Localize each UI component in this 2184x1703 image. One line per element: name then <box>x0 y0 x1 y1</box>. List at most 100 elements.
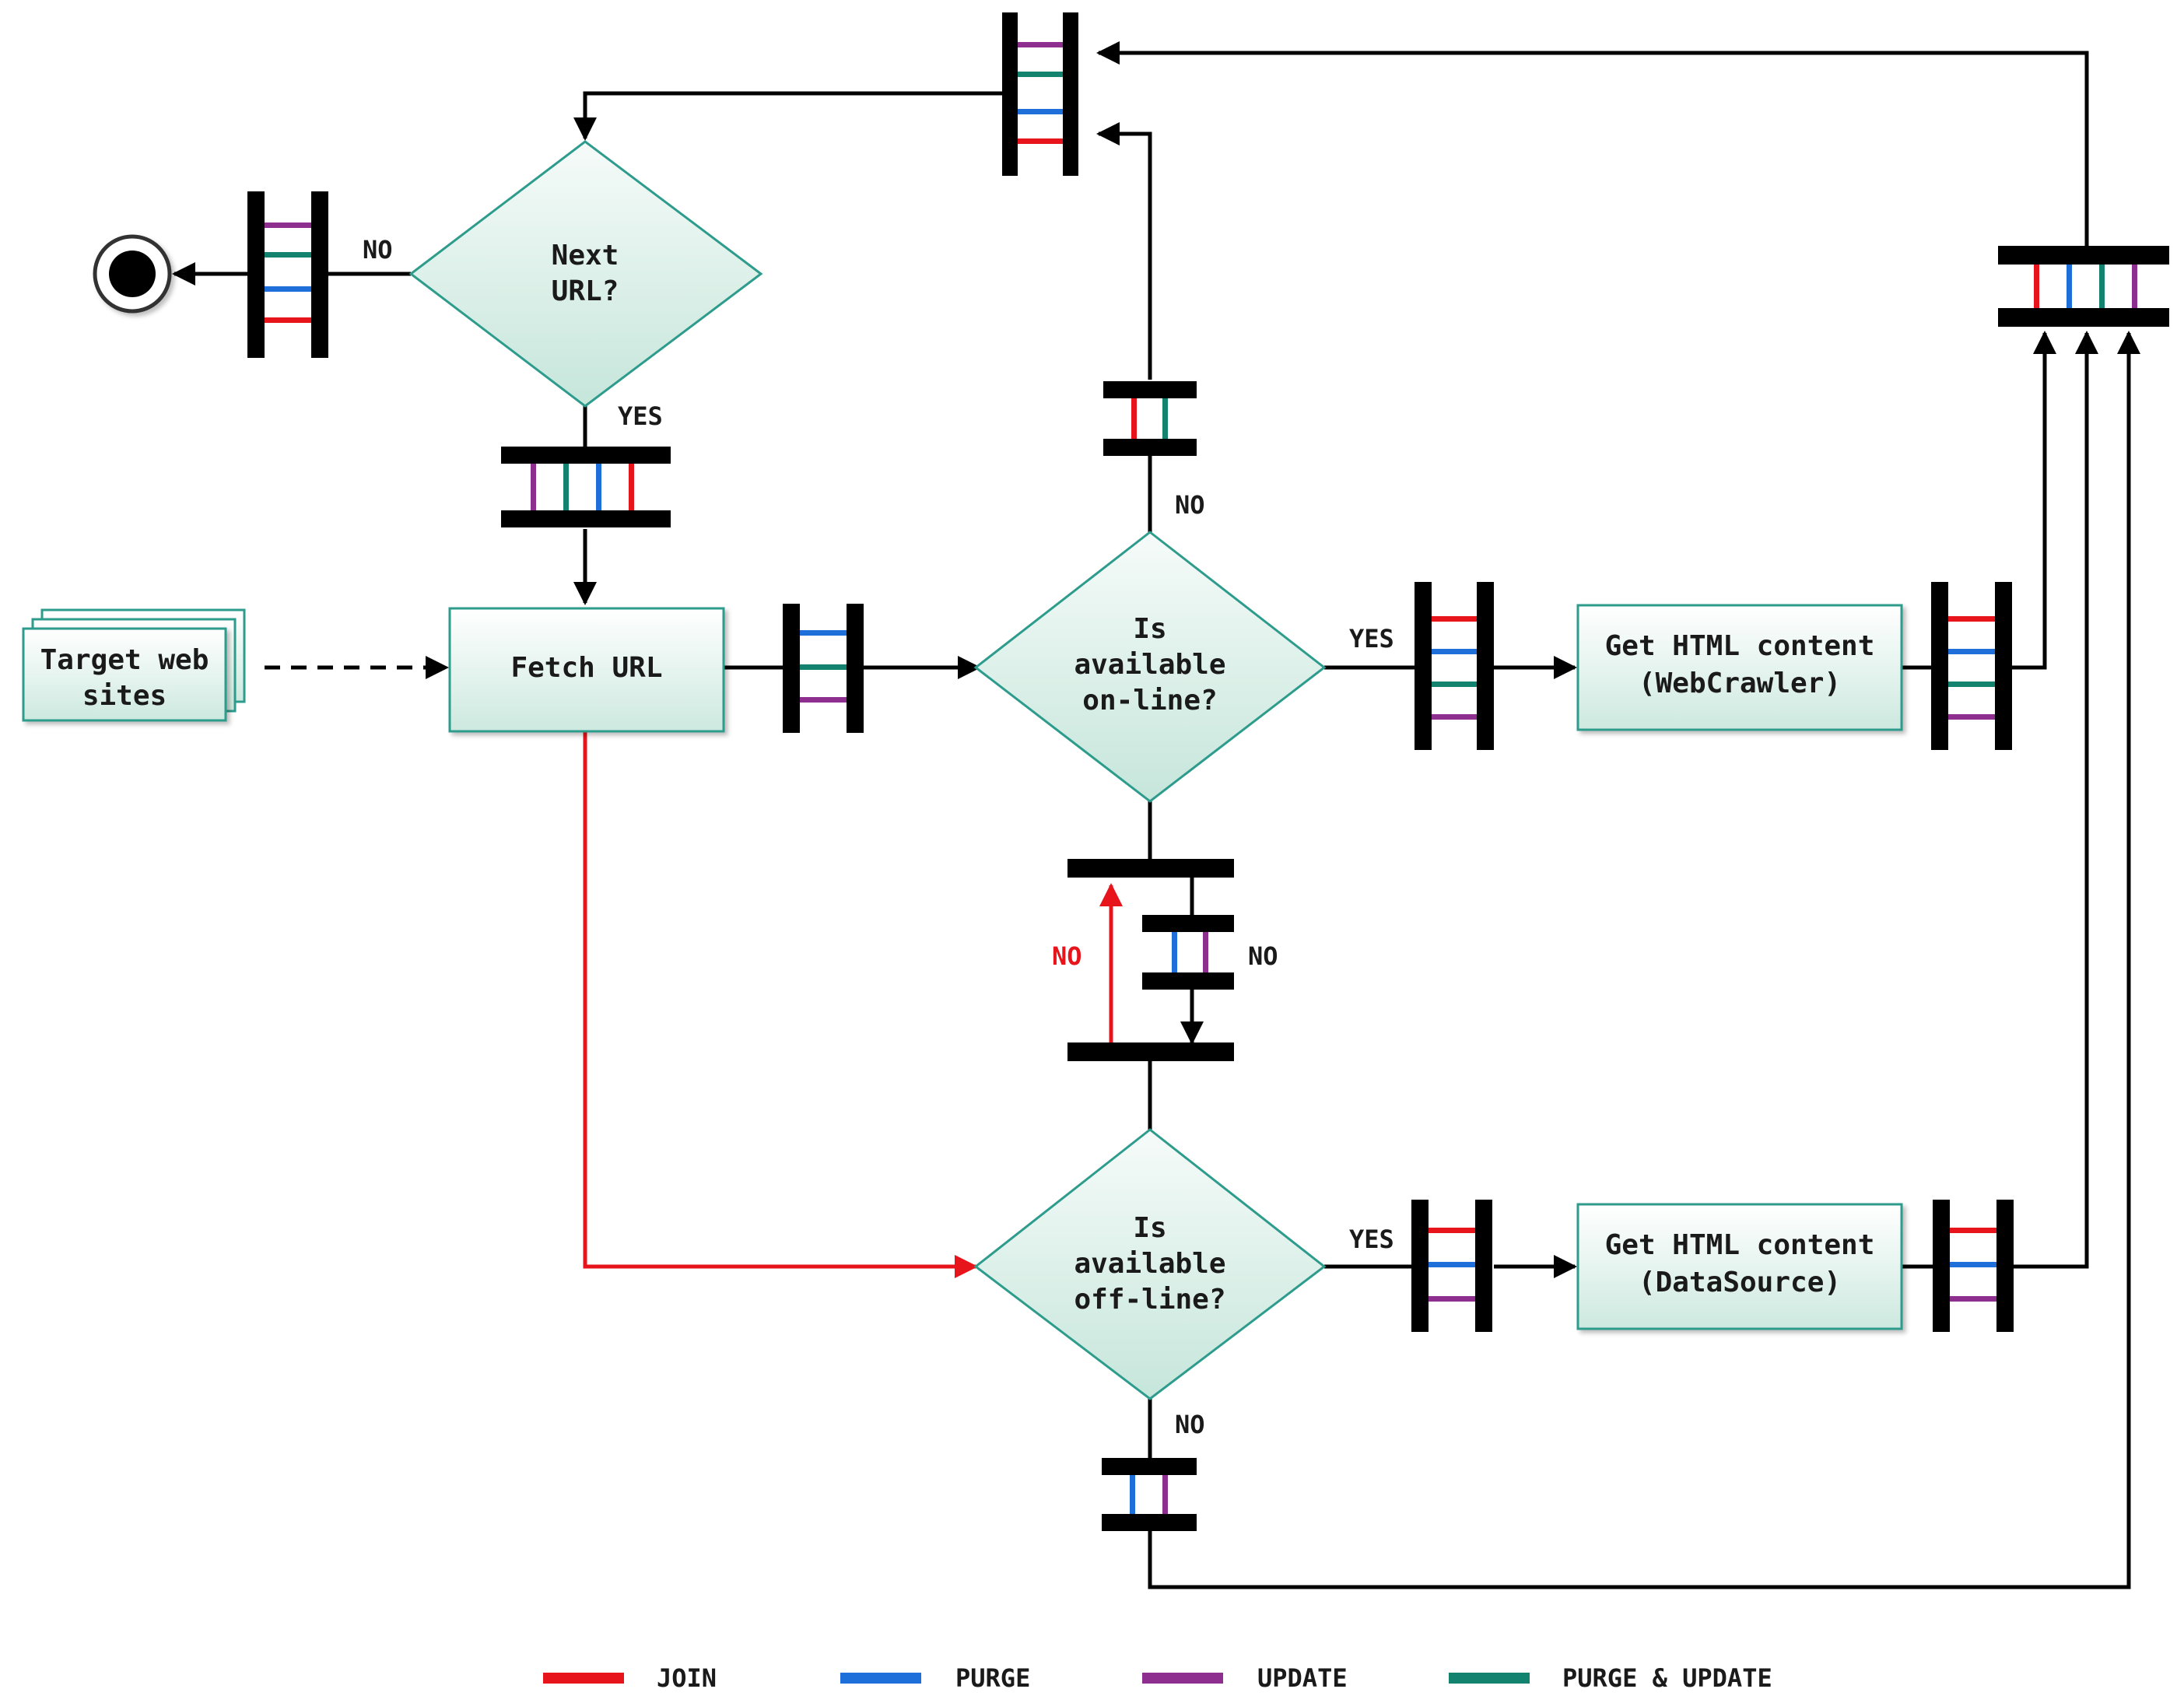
edge-fetch-to-offline <box>583 731 978 1278</box>
sync-bar-next-yes-rung-purge <box>596 464 601 510</box>
legend-swatch-update <box>1142 1673 1223 1684</box>
end-node <box>93 234 172 314</box>
online-label-1: Is <box>1133 613 1166 645</box>
sync-bar-next-no-rung-join <box>265 317 311 323</box>
sync-bar-next-no-left-rail <box>247 191 265 358</box>
sync-bar-next-yes-rung-update <box>531 464 536 510</box>
webcrawler-box <box>1576 604 1903 731</box>
sync-bar-offline-no-top-rail <box>1102 1458 1197 1475</box>
sync-bar-middle-small-bottom <box>1142 972 1234 990</box>
sync-bar-fetch-right-rail <box>847 604 864 733</box>
sync-bar-fetch <box>783 604 864 733</box>
datasource-box <box>1576 1203 1903 1330</box>
label-mid-no: NO <box>1248 941 1278 971</box>
sync-bar-datasource <box>1933 1200 2014 1332</box>
online-node: Is available on-line? <box>973 531 1327 803</box>
sync-bar-next-no-rung-purge <box>265 286 311 292</box>
sync-bar-webcrawler <box>1931 582 2012 750</box>
legend-label-update: UPDATE <box>1257 1663 1348 1693</box>
legend-label-purge: PURGE <box>955 1663 1030 1693</box>
connectors <box>172 41 2140 1589</box>
sync-bar-top-rung-purge-update <box>1018 72 1063 77</box>
legend-label-purge-update: PURGE & UPDATE <box>1562 1663 1772 1693</box>
target-sites-label-1: Target web <box>40 644 209 676</box>
offline-label-3: off-line? <box>1074 1284 1225 1316</box>
sync-bar-top-right-rail <box>1063 12 1078 176</box>
sync-bar-online-no-top-rail <box>1103 381 1197 398</box>
sync-bar-online-no-rung-purge-update <box>1162 398 1168 439</box>
datasource-label-2: (DataSource) <box>1639 1267 1841 1298</box>
sync-bar-offline-no <box>1102 1458 1197 1531</box>
sync-bar-top-left-rail <box>1002 12 1018 176</box>
sync-bar-next-no-rung-update <box>265 223 311 228</box>
legend-swatch-purge <box>840 1673 921 1684</box>
sync-bar-middle-top-rail <box>1067 859 1234 878</box>
sync-bar-collector-rung-purge <box>2067 265 2072 308</box>
target-sites-label-2: sites <box>82 680 167 712</box>
webcrawler-label-2: (WebCrawler) <box>1639 668 1841 699</box>
offline-diamond <box>973 1128 1327 1400</box>
sync-bar-offline-no-rung-purge <box>1130 1475 1135 1514</box>
sync-bar-datasource-right-rail <box>1996 1200 2014 1332</box>
sync-bar-collector-rung-join <box>2034 265 2039 308</box>
sync-bar-middle-bottom-rail <box>1067 1042 1234 1061</box>
fetch-url-label: Fetch URL <box>510 652 662 684</box>
sync-bar-middle-small-top <box>1142 915 1234 932</box>
sync-bar-fetch-rung-purge-update <box>800 664 847 670</box>
sync-bar-online-yes-rung-join <box>1432 616 1477 622</box>
edge-datasource-to-collector <box>2012 331 2098 1269</box>
edge-online-no-b <box>1096 122 1152 380</box>
sync-bar-next-no-right-rail <box>311 191 328 358</box>
legend: JOIN PURGE UPDATE PURGE & UPDATE <box>543 1663 1772 1693</box>
sync-bar-next-yes <box>501 447 671 527</box>
sync-bar-offline-yes <box>1411 1200 1492 1332</box>
sync-bar-offline-yes-right-rail <box>1475 1200 1492 1332</box>
sync-bar-datasource-left-rail <box>1933 1200 1950 1332</box>
sync-bar-middle-rung-purge <box>1172 932 1177 972</box>
legend-swatch-join <box>543 1673 624 1684</box>
sync-bar-webcrawler-rung-purge <box>1948 649 1995 654</box>
legend-swatch-purge-update <box>1449 1673 1530 1684</box>
sync-bar-webcrawler-right-rail <box>1995 582 2012 750</box>
edge-labels: NO YES NO YES NO NO YES NO <box>363 235 1394 1439</box>
sync-bar-middle-rung-update <box>1203 932 1208 972</box>
legend-label-join: JOIN <box>657 1663 717 1693</box>
sync-bar-offline-yes-rung-join <box>1429 1228 1475 1233</box>
sync-bar-online-yes-rung-purge <box>1432 649 1477 654</box>
sync-bar-datasource-rung-purge <box>1950 1262 1996 1267</box>
label-offline-no: NO <box>1175 1410 1205 1439</box>
sync-bar-offline-yes-rung-update <box>1429 1296 1475 1302</box>
label-online-no: NO <box>1175 490 1205 520</box>
sync-bar-collector-rung-update <box>2132 265 2137 308</box>
red-connectors <box>583 731 1123 1278</box>
sync-bar-collector-bottom-rail <box>1998 308 2169 327</box>
offline-label-1: Is <box>1133 1212 1166 1244</box>
label-next-yes: YES <box>618 401 663 431</box>
edge-collector-to-top <box>1096 41 2089 247</box>
sync-bar-top <box>1002 12 1078 176</box>
sync-bar-next-no <box>247 191 328 358</box>
sync-bar-datasource-rung-join <box>1950 1228 1996 1233</box>
webcrawler-label-1: Get HTML content <box>1605 630 1875 662</box>
sync-bar-offline-no-rung-update <box>1162 1475 1168 1514</box>
online-label-3: on-line? <box>1082 685 1217 717</box>
sync-bar-online-yes <box>1415 582 1494 750</box>
sync-bar-offline-no-bottom-rail <box>1102 1514 1197 1531</box>
webcrawler-node: Get HTML content (WebCrawler) <box>1576 604 1903 731</box>
sync-bar-offline-yes-left-rail <box>1411 1200 1429 1332</box>
end-node-inner <box>109 251 156 297</box>
target-sites-front <box>22 627 227 722</box>
sync-bar-online-no-bottom-rail <box>1103 439 1197 456</box>
sync-bar-fetch-rung-purge <box>800 630 847 636</box>
sync-bar-webcrawler-left-rail <box>1931 582 1948 750</box>
edge-top-to-next-url <box>573 91 1004 141</box>
sync-bar-top-rung-update <box>1018 42 1063 47</box>
edge-webcrawler-to-collector <box>2012 331 2056 670</box>
datasource-label-1: Get HTML content <box>1605 1229 1875 1261</box>
next-url-label-2: URL? <box>552 275 619 307</box>
edge-bottom-loop <box>1148 331 2140 1589</box>
sync-bar-collector-top-rail <box>1998 246 2169 265</box>
sync-bar-next-yes-top-rail <box>501 447 671 464</box>
label-next-no: NO <box>363 235 393 265</box>
